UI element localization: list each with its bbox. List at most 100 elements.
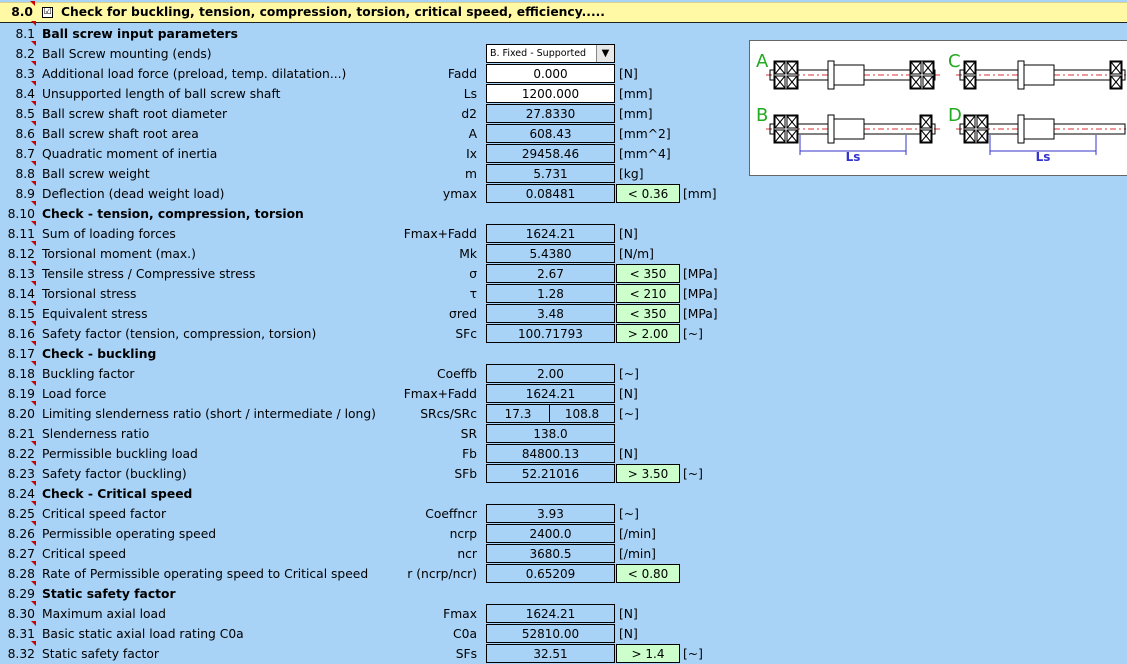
row-label: Ball screw shaft root diameter <box>42 107 228 121</box>
row-symbol: r (ncrp/ncr) <box>407 567 477 581</box>
input-cell[interactable]: 0.000 <box>486 64 615 83</box>
value-cell: 5.4380 <box>486 244 615 263</box>
chevron-down-icon[interactable]: ▼ <box>596 45 614 62</box>
comment-marker <box>31 281 36 286</box>
row-symbol: C0a <box>453 627 477 641</box>
comment-marker <box>31 321 36 326</box>
row-number: 8.24 <box>7 487 35 501</box>
comment-marker <box>31 561 36 566</box>
value-cell: 1624.21 <box>486 384 615 403</box>
row-label: Limiting slenderness ratio (short / inte… <box>42 407 376 421</box>
row-symbol: τ <box>469 287 477 301</box>
row-number: 8.31 <box>7 627 35 641</box>
row-number: 8.5 <box>15 107 35 121</box>
unit-label: [/min] <box>619 547 656 561</box>
comment-marker <box>30 1 35 6</box>
row-symbol: ncrp <box>449 527 477 541</box>
row-symbol: SFb <box>454 467 477 481</box>
value-cell: 84800.13 <box>486 444 615 463</box>
comment-marker <box>31 361 36 366</box>
row-number: 8.30 <box>7 607 35 621</box>
row-number: 8.8 <box>15 167 35 181</box>
row-number: 8.15 <box>7 307 35 321</box>
row-symbol: Fmax+Fadd <box>403 227 477 241</box>
limit-cell: < 0.36 <box>616 184 680 203</box>
nut-body <box>1023 118 1055 140</box>
row-number: 8.20 <box>7 407 35 421</box>
row-label: Ball screw shaft root area <box>42 127 199 141</box>
row-number: 8.21 <box>7 427 35 441</box>
comment-marker <box>31 21 36 26</box>
mounting-select[interactable]: B. Fixed - Supported▼ <box>486 44 615 63</box>
bearing-cross <box>964 75 976 89</box>
row-number: 8.10 <box>7 207 35 221</box>
unit-label: [~] <box>619 407 639 421</box>
unit-label: [kg] <box>619 167 644 181</box>
row-label: Buckling factor <box>42 367 135 381</box>
section-header: 8.0 ☑ Check for buckling, tension, compr… <box>0 1 1127 23</box>
row-label: Safety factor (tension, compression, tor… <box>42 327 317 341</box>
bearing-cross <box>774 115 786 129</box>
bearing-cross <box>774 75 786 89</box>
row-symbol: Fmax+Fadd <box>403 387 477 401</box>
row-label: Torsional moment (max.) <box>42 247 196 261</box>
limit-cell: > 2.00 <box>616 324 680 343</box>
bearing-cross <box>1110 75 1122 89</box>
row-symbol: σred <box>449 307 477 321</box>
row-number: 8.26 <box>7 527 35 541</box>
row-number: 8.4 <box>15 87 35 101</box>
row-label: Slenderness ratio <box>42 427 150 441</box>
row-label: Quadratic moment of inertia <box>42 147 218 161</box>
value-cell: 1624.21 <box>486 224 615 243</box>
value-cell: 5.731 <box>486 164 615 183</box>
row-symbol: A <box>468 127 477 141</box>
input-cell[interactable]: 1200.000 <box>486 84 615 103</box>
unit-label: [mm^2] <box>619 127 671 141</box>
comment-marker <box>31 621 36 626</box>
unit-label: [MPa] <box>683 287 718 301</box>
parameter-row: 8.20 Limiting slenderness ratio (short / … <box>0 401 1127 424</box>
row-number: 8.16 <box>7 327 35 341</box>
comment-marker <box>31 461 36 466</box>
bearing-cross <box>786 115 798 129</box>
unit-label: [~] <box>683 327 703 341</box>
comment-marker <box>31 41 36 46</box>
comment-marker <box>31 261 36 266</box>
bearing-cross <box>1110 61 1122 75</box>
unit-label: [N/m] <box>619 247 654 261</box>
value-cell: 29458.46 <box>486 144 615 163</box>
row-number: 8.12 <box>7 247 35 261</box>
nut-body <box>1023 64 1055 86</box>
comment-marker <box>31 181 36 186</box>
value-cell: 52.21016 <box>486 464 615 483</box>
comment-marker <box>31 101 36 106</box>
limit-cell: < 350 <box>616 304 680 323</box>
row-number: 8.11 <box>7 227 35 241</box>
row-label: Permissible buckling load <box>42 447 198 461</box>
unit-label: [N] <box>619 447 638 461</box>
row-number: 8.13 <box>7 267 35 281</box>
limit-cell: > 3.50 <box>616 464 680 483</box>
row-symbol: Mk <box>459 247 477 261</box>
enable-checkbox[interactable]: ☑ <box>42 7 53 18</box>
row-label: Static safety factor <box>42 587 176 601</box>
value-cell: 3.93 <box>486 504 615 523</box>
comment-marker <box>31 61 36 66</box>
bearing-cross <box>786 61 798 75</box>
